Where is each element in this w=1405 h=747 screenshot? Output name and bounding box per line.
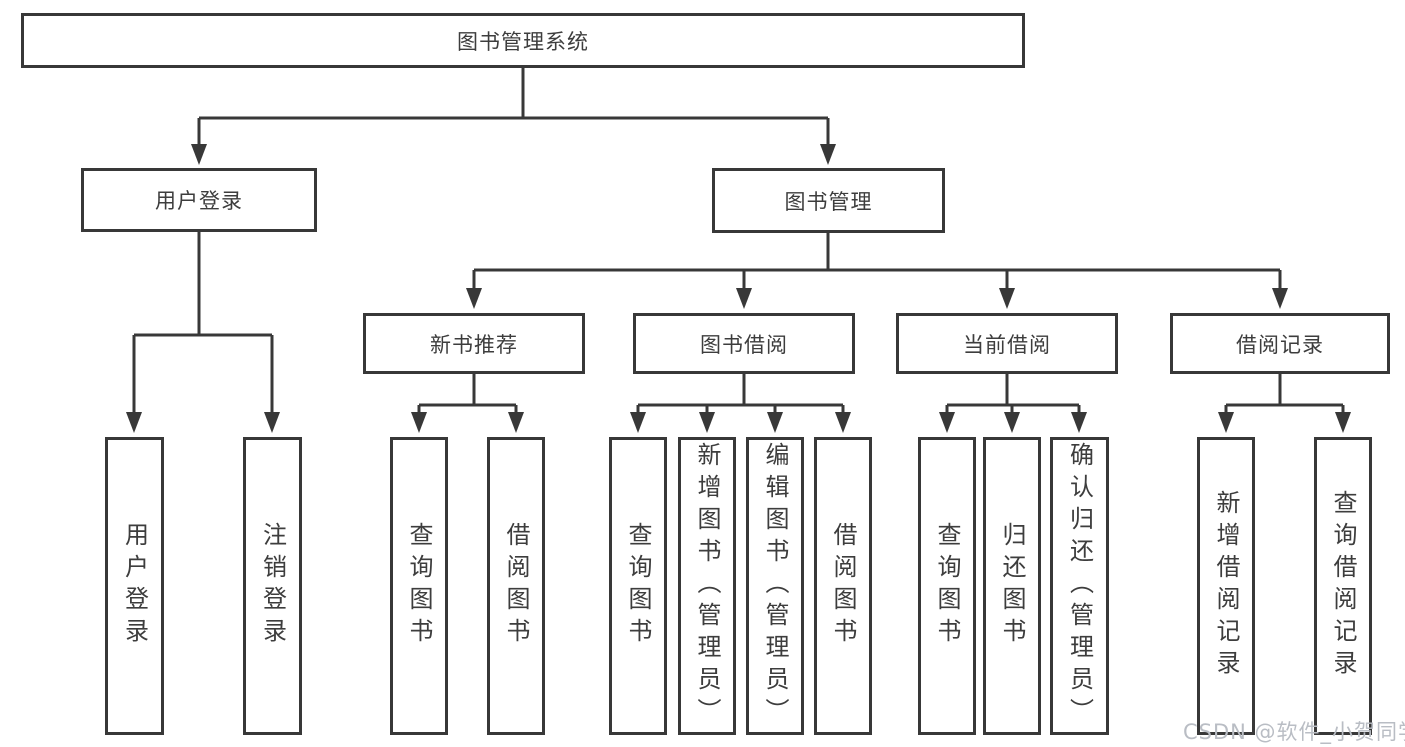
leaf-search-books-newbook: 查询图书 bbox=[390, 437, 448, 735]
leaf-borrow-books-newbook: 借阅图书 bbox=[487, 437, 545, 735]
node-book-management: 图书管理 bbox=[712, 168, 945, 233]
leaf-return-books: 归还图书 bbox=[983, 437, 1041, 735]
node-library-management-system: 图书管理系统 bbox=[21, 13, 1025, 68]
leaf-confirm-return-admin: 确认归还（管理员） bbox=[1050, 437, 1109, 735]
watermark: CSDN @软件_小贺同学 bbox=[1183, 720, 1405, 744]
node-user-login: 用户登录 bbox=[81, 168, 317, 232]
node-book-borrowing: 图书借阅 bbox=[633, 313, 855, 374]
leaf-edit-books-admin: 编辑图书（管理员） bbox=[746, 437, 804, 735]
leaf-logout: 注销登录 bbox=[243, 437, 302, 735]
leaf-search-books-borrow: 查询图书 bbox=[609, 437, 667, 735]
node-new-book-recommendation: 新书推荐 bbox=[363, 313, 585, 374]
leaf-search-books-current: 查询图书 bbox=[918, 437, 976, 735]
node-borrowing-records: 借阅记录 bbox=[1170, 313, 1390, 374]
leaf-search-borrow-record: 查询借阅记录 bbox=[1314, 437, 1372, 735]
leaf-borrow-books-borrow: 借阅图书 bbox=[814, 437, 872, 735]
node-current-borrowing: 当前借阅 bbox=[896, 313, 1118, 374]
leaf-add-borrow-record: 新增借阅记录 bbox=[1197, 437, 1255, 735]
leaf-user-login: 用户登录 bbox=[105, 437, 164, 735]
leaf-add-books-admin: 新增图书（管理员） bbox=[678, 437, 736, 735]
